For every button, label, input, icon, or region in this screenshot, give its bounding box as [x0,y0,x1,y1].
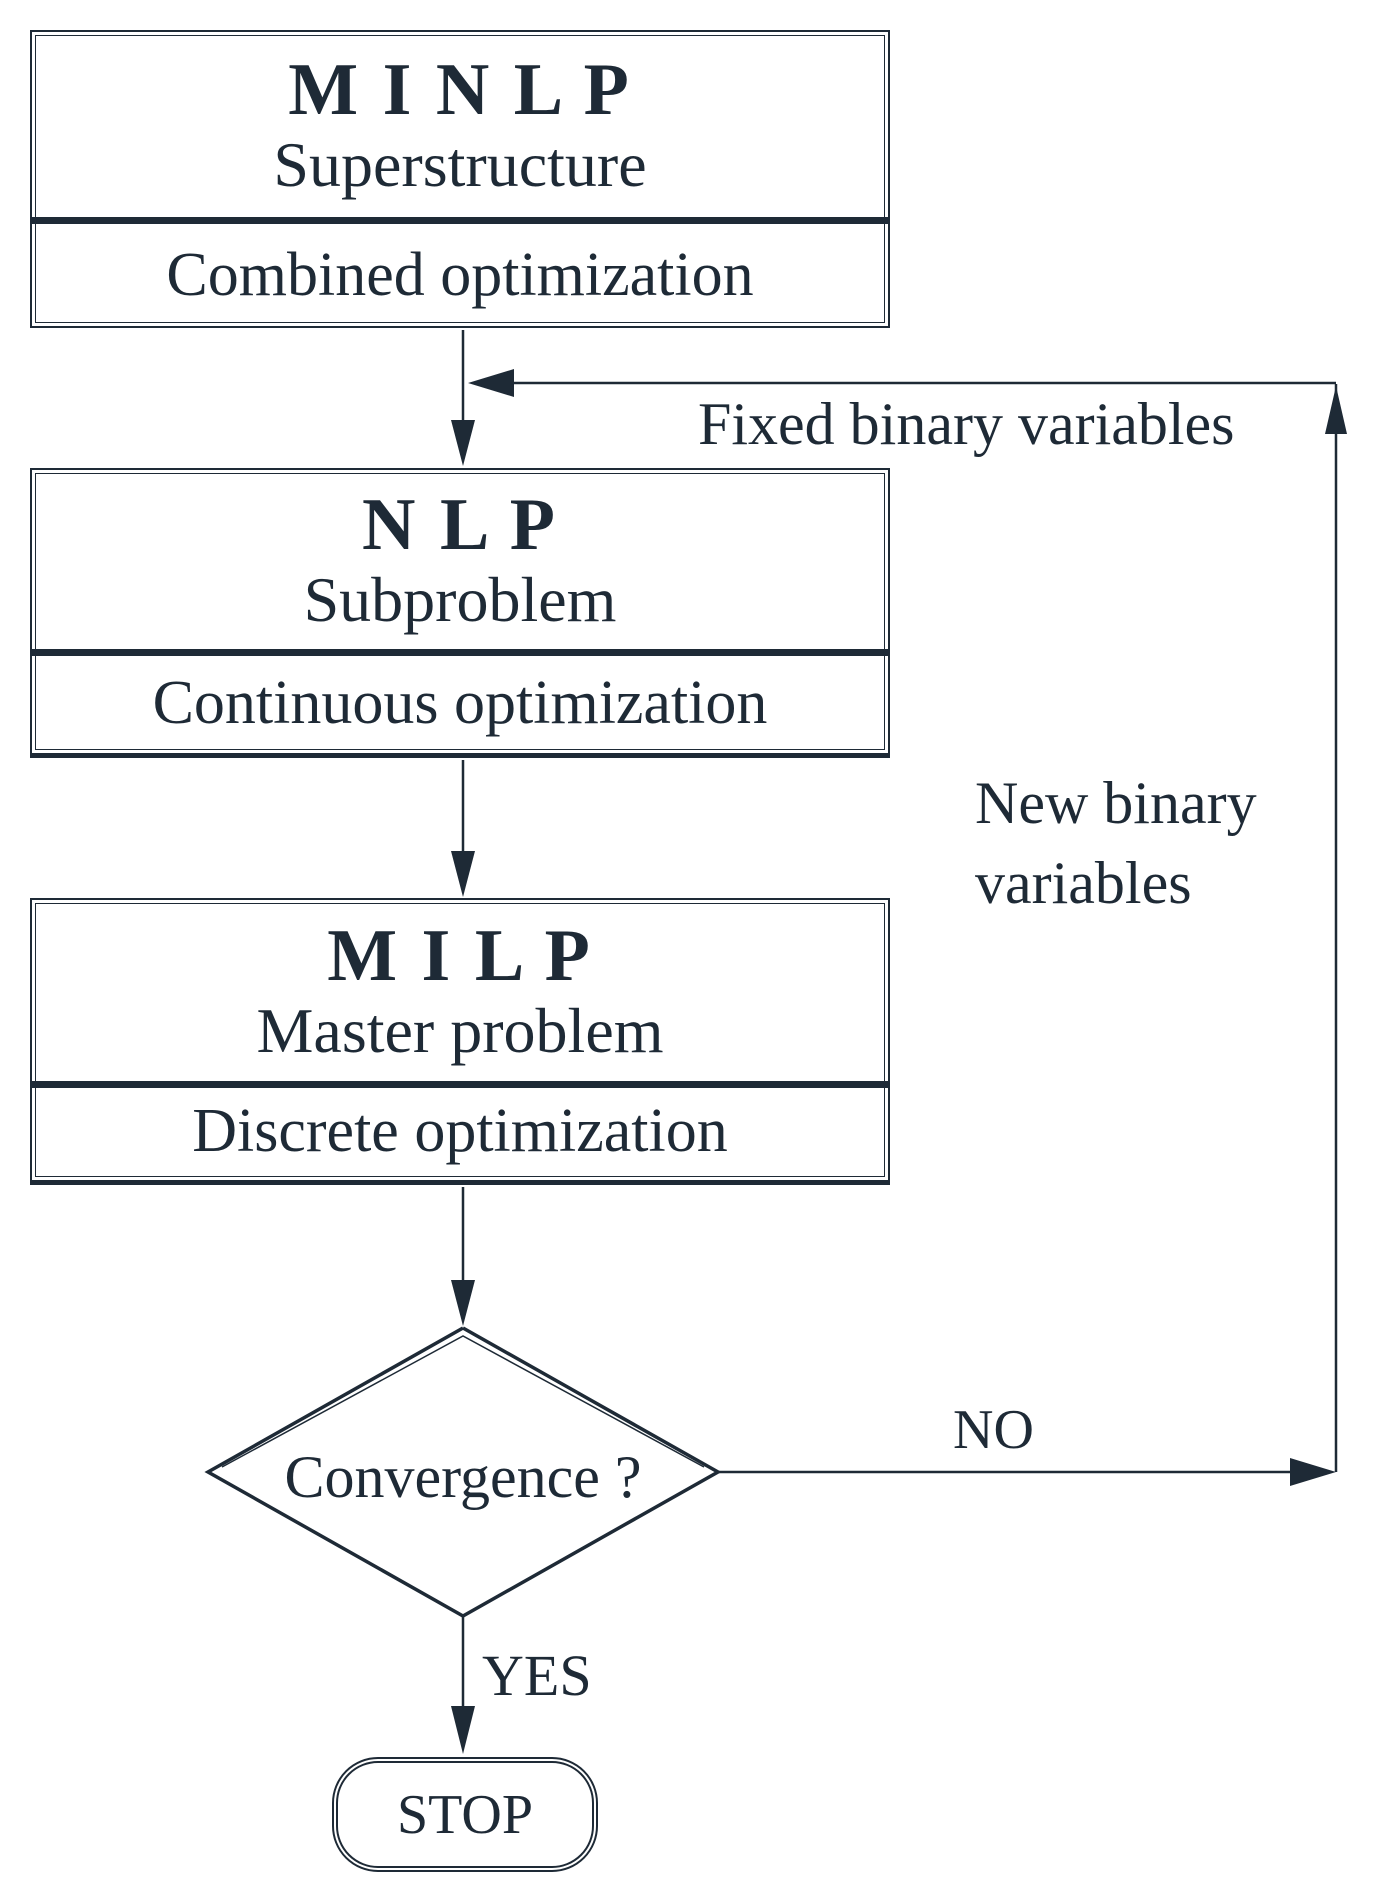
minlp-subtitle: Superstructure [273,129,647,200]
minlp-header: M I N L P Superstructure [32,32,888,218]
edge-label-no: NO [953,1399,1034,1461]
feedback-line-horizontal [468,369,1336,397]
process-box-milp: M I L P Master problem Discrete optimiza… [30,898,890,1185]
edge-label-fixed-binary-variables: Fixed binary variables [698,391,1235,457]
nlp-divider [32,649,888,656]
feedback-line-vertical [1325,384,1347,1472]
nlp-subtitle: Subproblem [303,564,617,635]
terminal-stop: STOP [332,1757,598,1872]
minlp-section-label: Combined optimization [166,241,754,309]
nlp-title: N L P [362,484,558,566]
milp-title: M I L P [327,915,593,997]
arrow-yes-branch [451,1616,475,1754]
milp-header: M I L P Master problem [32,900,888,1082]
minlp-section: Combined optimization [32,224,888,326]
nlp-section-label: Continuous optimization [152,669,768,737]
process-box-nlp: N L P Subproblem Continuous optimization [30,468,890,758]
decision-label: Convergence ? [284,1444,642,1510]
process-box-minlp: M I N L P Superstructure Combined optimi… [30,30,890,328]
arrow-minlp-to-nlp [451,330,475,466]
edge-label-new-binary-variables: New binary variables [975,770,1257,916]
terminal-stop-label: STOP [397,1783,533,1846]
nlp-header: N L P Subproblem [32,470,888,650]
milp-section-label: Discrete optimization [192,1096,728,1165]
arrow-milp-to-decision [451,1187,475,1326]
milp-subtitle: Master problem [256,995,664,1066]
nlp-section: Continuous optimization [32,653,888,753]
milp-section: Discrete optimization [32,1081,888,1180]
milp-divider [32,1081,888,1088]
arrow-nlp-to-milp [451,760,475,897]
arrow-no-branch [718,1458,1336,1486]
minlp-divider [32,217,888,224]
edge-label-yes: YES [482,1643,592,1708]
minlp-title: M I N L P [288,49,632,131]
